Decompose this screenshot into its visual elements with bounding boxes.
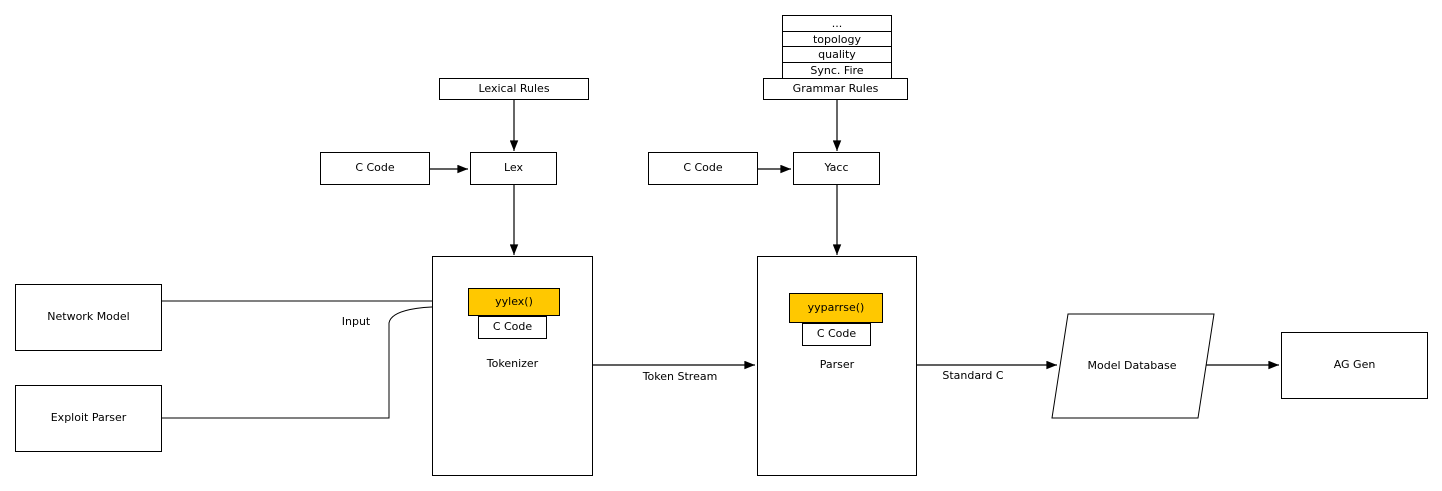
node-tokenizer-c-code: C Code — [478, 316, 547, 339]
model-database-label: Model Database — [1087, 359, 1177, 372]
model-database-shape — [1051, 313, 1215, 419]
node-network-model: Network Model — [15, 284, 162, 351]
node-yacc: Yacc — [793, 152, 880, 185]
node-exploit-parser: Exploit Parser — [15, 385, 162, 452]
node-c-code-lex-input: C Code — [320, 152, 430, 185]
edge-label-token-stream: Token Stream — [642, 370, 718, 383]
node-parser: Parser — [757, 256, 917, 476]
node-lex: Lex — [470, 152, 557, 185]
node-lexical-rules: Lexical Rules — [439, 78, 589, 100]
node-parser-c-code: C Code — [802, 323, 871, 346]
stack-row-topology: topology — [782, 31, 892, 47]
node-yylex-function: yylex() — [468, 288, 560, 316]
node-yyparrse-function: yyparrse() — [789, 293, 883, 323]
node-ag-gen: AG Gen — [1281, 332, 1428, 399]
stack-row-sync-fire: Sync. Fire — [782, 62, 892, 79]
tokenizer-label: Tokenizer — [486, 357, 539, 370]
stack-row-quality: quality — [782, 46, 892, 63]
parser-label: Parser — [819, 358, 855, 371]
node-grammar-rules: Grammar Rules — [763, 78, 908, 100]
edge-label-input: Input — [341, 315, 371, 328]
edge-exploitparser-yylex — [162, 302, 466, 419]
stack-row-ellipsis: ... — [782, 15, 892, 32]
node-c-code-yacc-input: C Code — [648, 152, 758, 185]
edge-label-standard-c: Standard C — [942, 369, 1004, 382]
